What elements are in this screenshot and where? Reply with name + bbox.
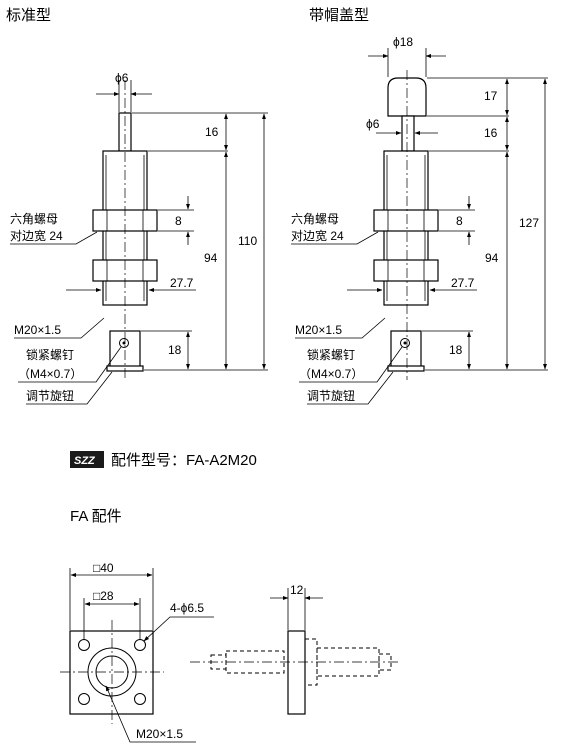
standard-dim-110: 110	[238, 234, 257, 248]
standard-dim-8: 8	[175, 214, 182, 228]
standard-label-hex-width: 对边宽 24	[10, 228, 63, 243]
capped-label-hex-width: 对边宽 24	[291, 228, 344, 243]
flange-dim-holes: 4-ϕ6.5	[170, 601, 204, 615]
capped-lock-screw-mark	[400, 338, 410, 348]
standard-label-thread: M20×1.5	[14, 323, 61, 337]
flange-hole-br	[134, 693, 146, 705]
standard-rod-diameter: ϕ6	[115, 71, 129, 85]
capped-dim-18: 18	[449, 343, 463, 357]
capped-type-view: 带帽盖型 ϕ18 ϕ6	[291, 7, 548, 405]
accessory-model-number: 配件型号：FA-A2M20	[111, 452, 257, 469]
standard-type-view: 标准型 ϕ6 16	[6, 7, 268, 405]
flange-side-view: 12	[190, 583, 400, 715]
flange-dim-thickness: 12	[290, 583, 304, 597]
capped-dim-127: 127	[519, 216, 539, 230]
capped-label-knob: 调节旋钮	[307, 388, 355, 403]
capped-dim-27-7: 27.7	[451, 276, 475, 290]
flange-dim-thread: M20×1.5	[136, 727, 183, 741]
standard-lock-screw-mark	[119, 338, 129, 348]
flange-square-plate	[69, 630, 154, 715]
capped-adjust-knob	[390, 330, 422, 370]
capped-hex-nut-lower	[373, 259, 439, 282]
model-badge	[70, 451, 104, 468]
capped-dim-94: 94	[485, 251, 499, 265]
flange-side-plate	[287, 630, 306, 715]
capped-label-thread: M20×1.5	[295, 323, 342, 337]
standard-type-title: 标准型	[6, 7, 51, 24]
flange-dim-outer: □40	[93, 561, 114, 575]
side-body-ghost-right	[316, 647, 380, 677]
standard-dim-27-7: 27.7	[170, 276, 194, 290]
capped-dim-17: 17	[484, 89, 498, 103]
standard-label-lock-screw: 锁紧螺钉	[26, 347, 74, 362]
flange-front-view: □40 □28 4-ϕ6.5 M20×1.5	[60, 561, 214, 743]
capped-dim-16: 16	[484, 126, 498, 140]
capped-cap-diameter: ϕ18	[393, 35, 413, 49]
capped-rod-diameter: ϕ6	[366, 117, 380, 131]
flange-hole-tr	[134, 639, 146, 651]
capped-dim-8: 8	[456, 214, 463, 228]
capped-label-hex-nut: 六角螺母	[291, 212, 339, 226]
capped-type-title: 带帽盖型	[309, 7, 369, 24]
flange-hole-bl	[78, 693, 90, 705]
standard-label-lock-screw-spec: （M4×0.7）	[18, 367, 82, 381]
flange-hole-tl	[78, 639, 90, 651]
flange-dim-inner: □28	[93, 589, 114, 603]
accessory-info: SZZ 配件型号：FA-A2M20 FA 配件	[70, 451, 257, 525]
capped-label-lock-screw-spec: （M4×0.7）	[299, 367, 363, 381]
standard-label-hex-nut: 六角螺母	[10, 212, 58, 226]
standard-label-knob: 调节旋钮	[26, 388, 74, 403]
capped-piston-rod	[401, 115, 415, 152]
accessory-section-title: FA 配件	[70, 508, 122, 525]
standard-dim-94: 94	[204, 251, 218, 265]
capped-hex-nut-upper	[373, 209, 439, 232]
standard-dim-16: 16	[205, 125, 219, 139]
standard-dim-18: 18	[168, 343, 182, 357]
capped-label-lock-screw: 锁紧螺钉	[307, 347, 355, 362]
model-badge-text: SZZ	[74, 455, 96, 467]
